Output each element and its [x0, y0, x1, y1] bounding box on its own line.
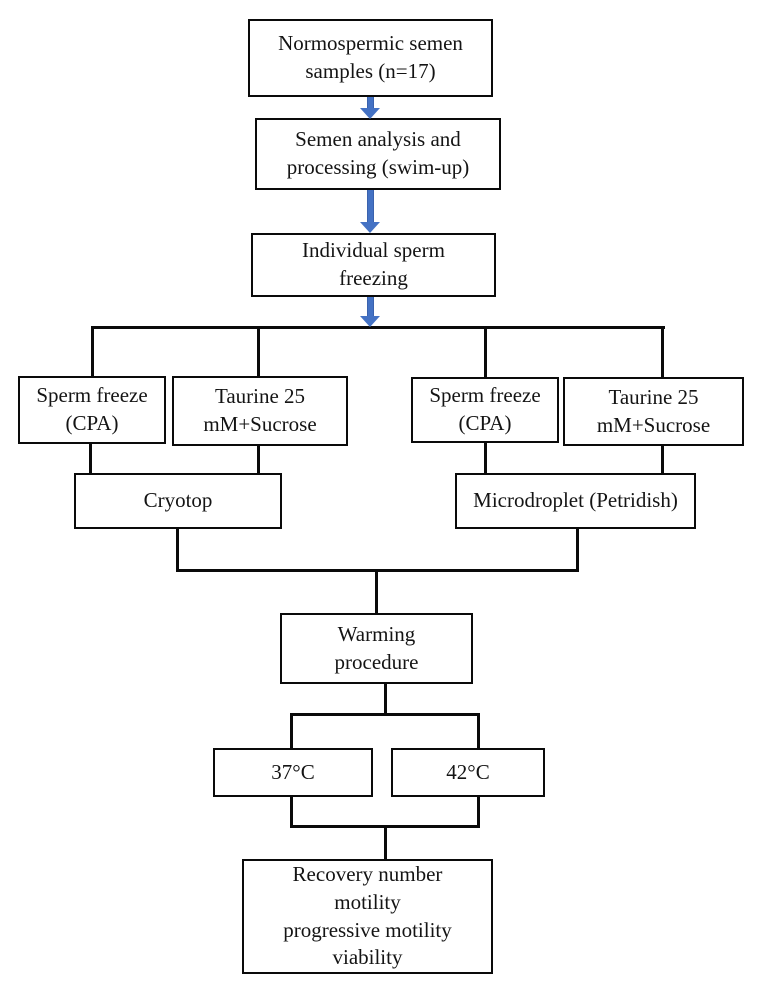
node-temp-42c: 42°C	[391, 748, 545, 797]
connector-split-to-37	[290, 713, 293, 748]
arrow-down-icon	[360, 97, 380, 119]
connector-split-to-42	[477, 713, 480, 748]
arrow-shaft	[366, 97, 374, 108]
node-normospermic-semen-samples: Normospermic semen samples (n=17)	[248, 19, 493, 97]
connector-cpa-right-to-microdroplet	[484, 443, 487, 473]
connector-cpa-left-to-cryotop	[89, 444, 92, 473]
connector-37-down	[290, 797, 293, 828]
node-temp-37c: 37°C	[213, 748, 373, 797]
node-microdroplet-petridish: Microdroplet (Petridish)	[455, 473, 696, 529]
connector-temp-split-horizontal	[290, 713, 480, 716]
connector-stub-right-cpa	[484, 326, 487, 377]
node-warming-procedure: Warming procedure	[280, 613, 473, 684]
arrow-shaft	[366, 297, 374, 316]
connector-to-outcomes	[384, 828, 387, 859]
arrow-shaft	[366, 190, 374, 222]
connector-taurine-left-to-cryotop	[257, 446, 260, 473]
node-cryotop: Cryotop	[74, 473, 282, 529]
connector-temp-merge-horizontal	[290, 825, 480, 828]
connector-stub-left-cpa	[91, 326, 94, 376]
connector-42-down	[477, 797, 480, 828]
connector-taurine-right-to-microdroplet	[661, 446, 664, 473]
node-sperm-freeze-cpa-right: Sperm freeze (CPA)	[411, 377, 559, 443]
arrow-head	[360, 316, 380, 327]
connector-to-warming	[375, 572, 378, 613]
connector-stub-left-taurine	[257, 326, 260, 376]
connector-stub-right-taurine	[661, 326, 664, 377]
arrow-head	[360, 222, 380, 233]
arrow-down-icon	[360, 297, 380, 327]
node-semen-analysis-processing: Semen analysis and processing (swim-up)	[255, 118, 501, 190]
node-sperm-freeze-cpa-left: Sperm freeze (CPA)	[18, 376, 166, 444]
node-taurine-sucrose-right: Taurine 25 mM+Sucrose	[563, 377, 744, 446]
node-taurine-sucrose-left: Taurine 25 mM+Sucrose	[172, 376, 348, 446]
connector-merge-horizontal	[176, 569, 579, 572]
arrow-head	[360, 108, 380, 119]
connector-cryotop-down	[176, 529, 179, 572]
node-outcome-measures: Recovery number motility progressive mot…	[242, 859, 493, 974]
connector-microdroplet-down	[576, 529, 579, 572]
connector-warming-down	[384, 684, 387, 716]
connector-branch-horizontal	[93, 326, 665, 329]
arrow-down-icon	[360, 190, 380, 233]
node-individual-sperm-freezing: Individual sperm freezing	[251, 233, 496, 297]
